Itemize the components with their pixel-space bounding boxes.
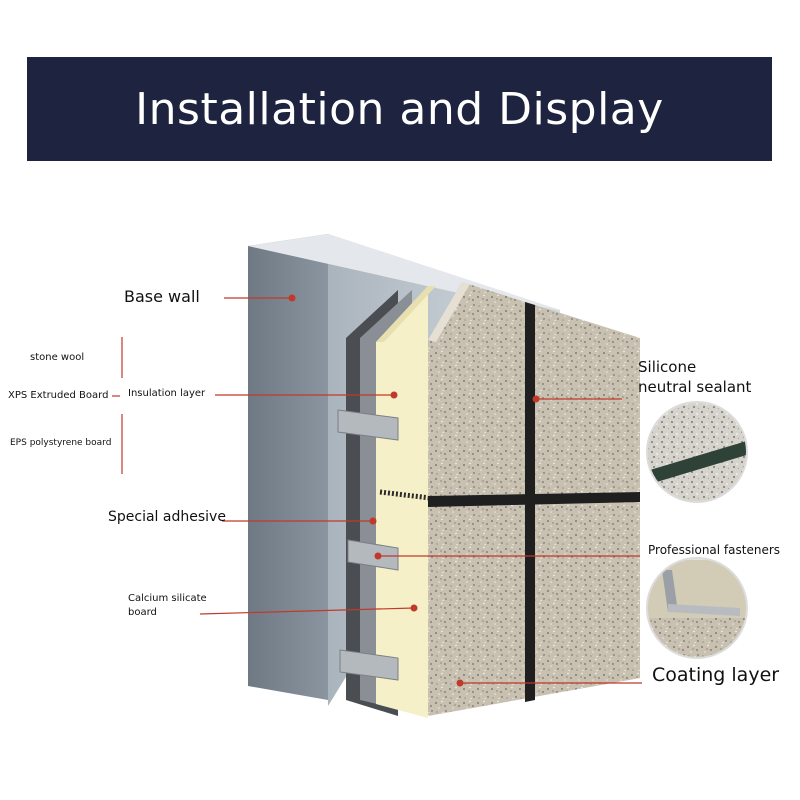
label-professional-fasteners: Professional fasteners — [648, 543, 781, 557]
label-silicone-line1: Silicone — [638, 358, 697, 376]
fastener-closeup — [646, 557, 748, 659]
label-eps-board: EPS polystyrene board — [10, 438, 112, 448]
leader-lines — [112, 294, 642, 687]
insulation-layer — [376, 286, 428, 718]
label-coating-layer: Coating layer — [652, 664, 780, 686]
coating-panel — [428, 282, 640, 716]
metal-brackets — [337, 409, 399, 681]
label-calcium-silicate-board: Calcium silicate board — [128, 592, 207, 619]
label-base-wall: Base wall — [124, 287, 200, 306]
label-xps-board: XPS Extruded Board — [8, 390, 109, 401]
label-calcium-silicate-line2: board — [128, 606, 157, 618]
title-banner: Installation and Display — [27, 57, 772, 161]
label-stone-wool: stone wool — [30, 352, 85, 363]
label-calcium-silicate-line1: Calcium silicate — [128, 593, 207, 604]
anchor-screw — [379, 489, 431, 501]
label-insulation-layer: Insulation layer — [128, 388, 206, 399]
label-silicone-line2: neutral sealant — [638, 378, 752, 397]
label-special-adhesive: Special adhesive — [108, 509, 226, 525]
page-title: Installation and Display — [135, 83, 664, 135]
label-silicone-sealant: Silicone neutral sealant — [638, 357, 751, 398]
sealant-closeup — [646, 401, 748, 503]
